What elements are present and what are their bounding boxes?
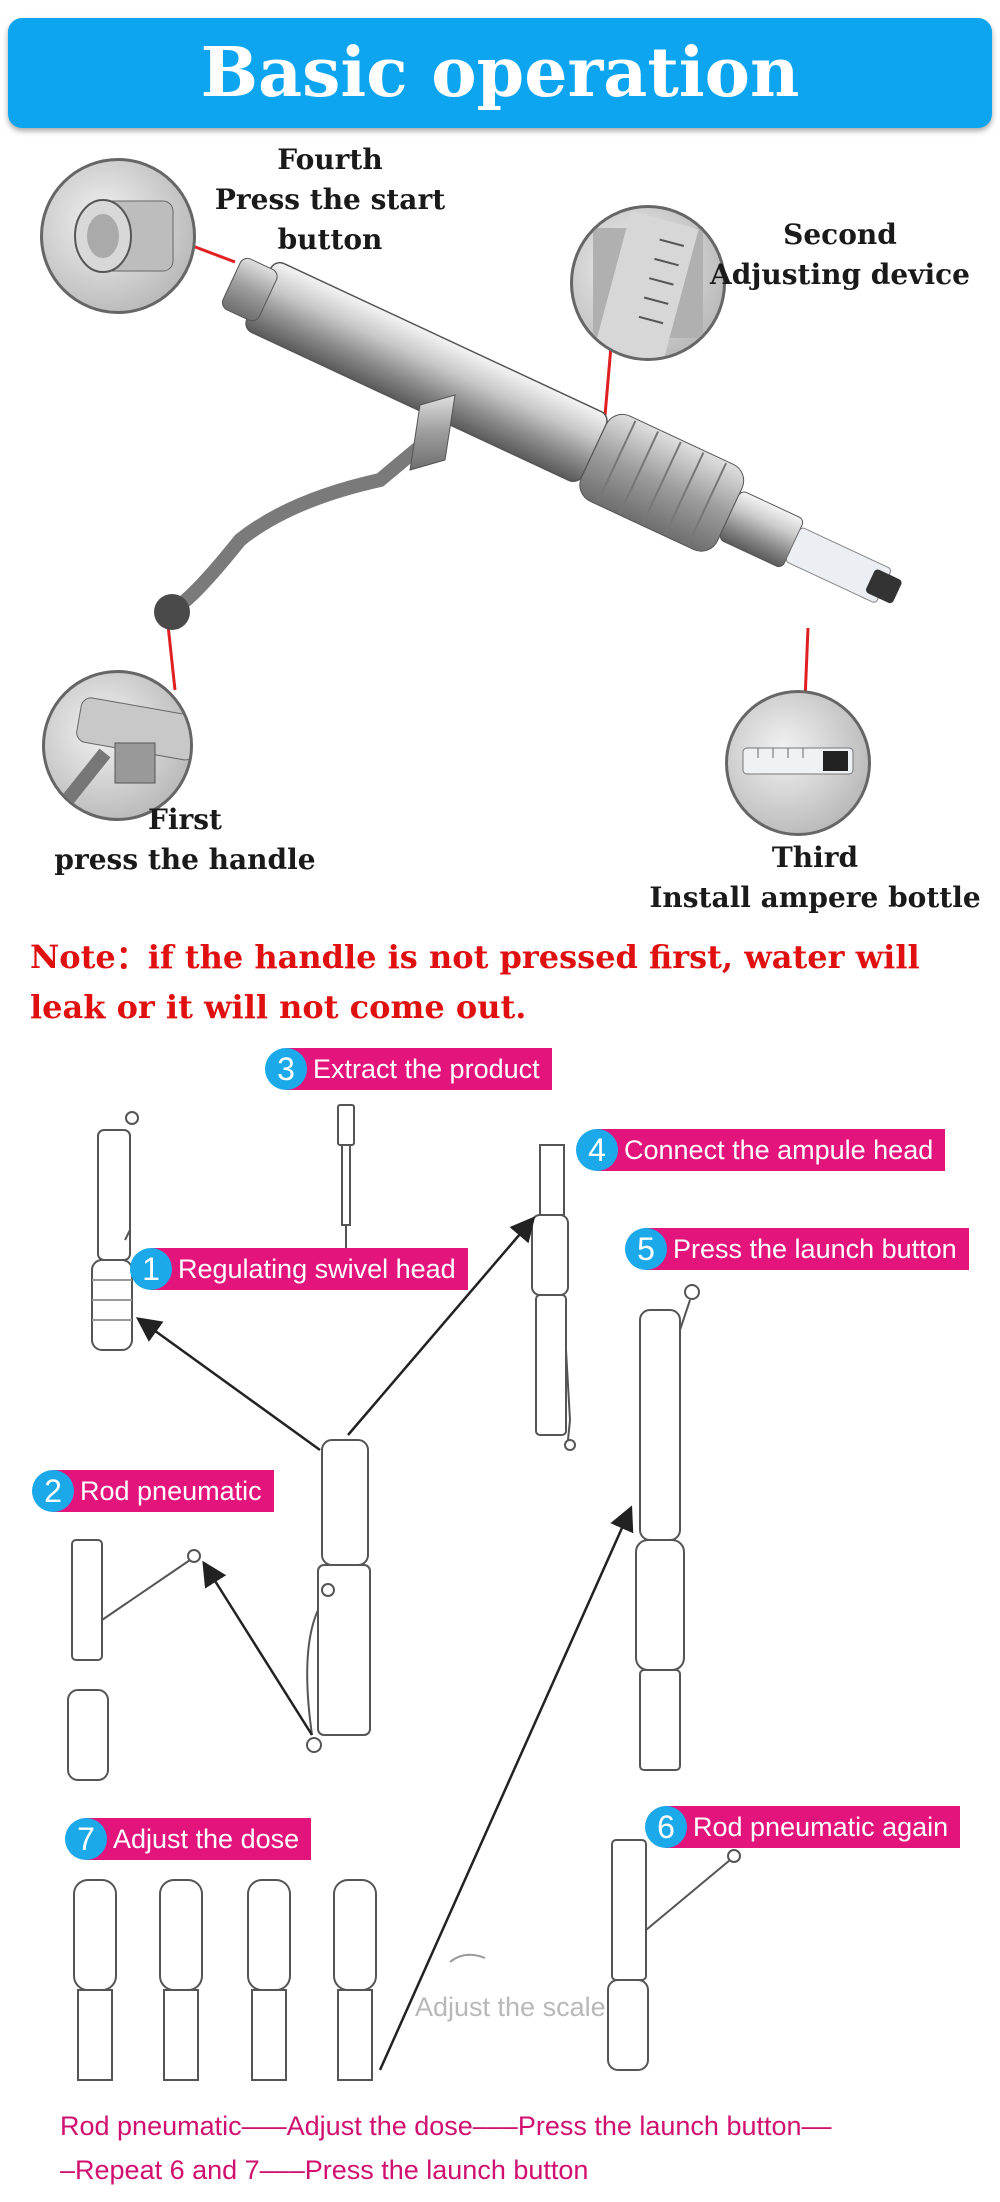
page-title: Basic operation <box>200 33 800 113</box>
adjust-scale-label: Adjust the scale <box>415 1992 606 2022</box>
product-photo <box>154 243 902 701</box>
step-arrows <box>135 1216 634 2071</box>
step-4-number: 4 <box>576 1129 618 1171</box>
title-banner <box>8 18 992 128</box>
handle-photo <box>42 670 193 821</box>
ampoule-photo <box>725 690 871 836</box>
steps-diagram <box>67 1104 741 2081</box>
step-6-number: 6 <box>645 1806 687 1848</box>
step-5-number: 5 <box>625 1228 667 1270</box>
warning-note: Note：if the handle is not pressed first,… <box>30 938 920 1026</box>
step-7-number: 7 <box>65 1818 107 1860</box>
step-1-number: 1 <box>130 1248 172 1290</box>
adjusting-device-photo <box>570 205 726 361</box>
sequence-line-2: –Repeat 6 and 7–––Press the launch butto… <box>60 2155 589 2185</box>
step-2-number: 2 <box>32 1470 74 1512</box>
step-3-number: 3 <box>265 1048 307 1090</box>
sequence-line-1: Rod pneumatic–––Adjust the dose–––Press … <box>60 2111 832 2141</box>
start-button-photo <box>40 158 196 314</box>
